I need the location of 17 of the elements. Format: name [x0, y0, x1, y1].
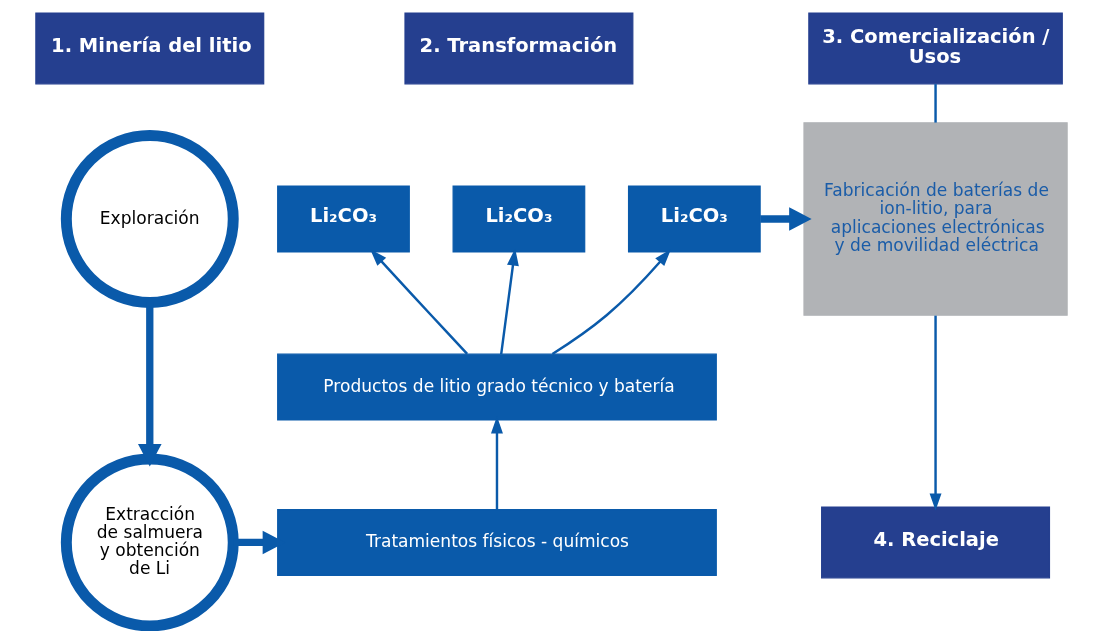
arrow [929, 315, 942, 511]
node-box: Li₂CO₃ [277, 185, 410, 253]
arrow [760, 207, 812, 231]
arrow [370, 249, 469, 355]
connector [934, 84, 937, 123]
node-box: Li₂CO₃ [452, 185, 586, 253]
node-box: Productos de litio grado técnico y batería [277, 353, 717, 421]
node-circle: Extracción de salmuera y obtención de Li [60, 453, 239, 631]
node-circle: Exploración [60, 130, 239, 308]
node-box: 1. Minería del litio [35, 12, 265, 85]
node-box: Li₂CO₃ [627, 185, 761, 253]
node-box: Fabricación de baterías de ion-litio, para aplicaciones electrónicas y de movilidad eléctrica [803, 122, 1068, 316]
node-box: 4. Reciclaje [821, 506, 1051, 579]
node-box: Tratamientos físicos - químicos [277, 508, 717, 576]
node-box: 2. Transformación [404, 12, 634, 85]
node-box: 3. Comercialización / Usos [808, 12, 1063, 85]
arrow [551, 249, 671, 355]
